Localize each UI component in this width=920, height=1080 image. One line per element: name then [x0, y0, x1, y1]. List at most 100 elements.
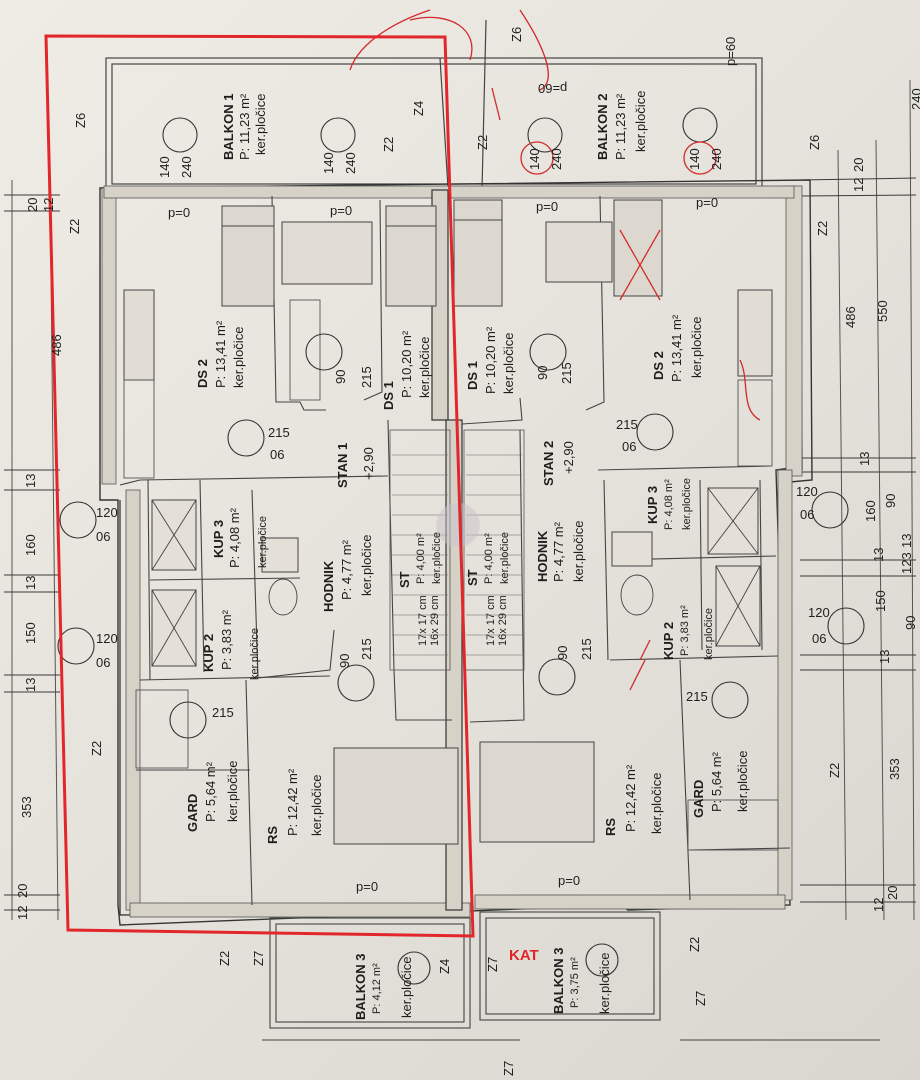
- dim-right-20-b: 20: [885, 885, 900, 900]
- room-st-right-finish: ker.pločice: [499, 532, 511, 584]
- room-balkon-1-finish: ker.pločice: [253, 93, 268, 155]
- dim-right-150: 150: [873, 590, 888, 612]
- dim-120-c: 120: [796, 484, 818, 499]
- dim-right-13-a: 13: [857, 451, 872, 466]
- dim-p0-d: p=0: [696, 195, 719, 210]
- dim-215-g: 215: [359, 638, 374, 660]
- tag-z2-right-top: Z2: [815, 220, 830, 236]
- dim-120-d: 120: [808, 605, 830, 620]
- dim-240-c: 240: [549, 148, 564, 170]
- tag-z2-bottom-right: Z2: [687, 936, 702, 952]
- dim-06-a: 06: [96, 529, 111, 544]
- room-gard-left-finish: ker.pločice: [225, 760, 240, 822]
- room-balkon-2-area: P: 11,23 m²: [613, 93, 628, 160]
- room-stan-2: STAN 2: [541, 440, 556, 486]
- dim-120-b: 120: [96, 631, 118, 646]
- dim-right-12-b: 12: [871, 897, 886, 912]
- dim-90-b: 90: [535, 365, 550, 380]
- tag-z7-bottom-center: Z7: [485, 956, 500, 972]
- dim-right-123: 123: [899, 552, 914, 574]
- room-balkon-2: BALKON 2: [595, 93, 610, 160]
- room-balkon-1-area: P: 11,23 m²: [237, 93, 252, 160]
- tag-z7-bottom-right: Z7: [693, 990, 708, 1006]
- dim-240-a: 240: [179, 156, 194, 178]
- dim-215-h: 215: [579, 638, 594, 660]
- room-balkon-3-right-area: P: 3,75 m²: [569, 957, 581, 1008]
- dim-right-20: 20: [851, 157, 866, 172]
- dim-215-c: 215: [212, 705, 234, 720]
- dim-left-20-b: 20: [15, 883, 30, 898]
- room-balkon-3-left: BALKON 3: [353, 953, 368, 1020]
- room-stan-1-level: +2,90: [361, 447, 376, 480]
- floor-title: KAT: [509, 947, 539, 964]
- dim-120-a: 120: [96, 505, 118, 520]
- highlight-frame: [44, 34, 475, 938]
- room-rs-left-area: P: 12,42 m²: [285, 768, 300, 836]
- dim-215-d: 215: [686, 689, 708, 704]
- room-hodnik-left: HODNIK: [321, 560, 336, 612]
- room-kup-3-left-finish: ker.pločice: [257, 516, 269, 568]
- dim-left-150: 150: [23, 622, 38, 644]
- room-stan-1: STAN 1: [335, 442, 350, 488]
- dim-90-d: 90: [555, 645, 570, 660]
- dim-140-a: 140: [157, 156, 172, 178]
- dim-right-12: 12: [851, 177, 866, 192]
- room-gard-left-area: P: 5,64 m²: [203, 762, 218, 822]
- dim-left-353: 353: [19, 796, 34, 818]
- room-st-right-area: P: 4,00 m²: [483, 533, 495, 584]
- room-ds-1-left: DS 1: [381, 381, 396, 410]
- room-rs-right: RS: [603, 817, 618, 836]
- room-hodnik-right: HODNIK: [535, 530, 550, 582]
- dim-right-13-b: 13: [871, 547, 886, 562]
- dim-p0-c: p=0: [536, 199, 559, 214]
- tag-z6-right: Z6: [509, 26, 524, 42]
- dim-90-a: 90: [333, 369, 348, 384]
- dim-215-a: 215: [268, 425, 290, 440]
- room-st-left-finish: ker.pločice: [431, 532, 443, 584]
- room-hodnik-left-area: P: 4,77 m²: [339, 540, 354, 600]
- dim-p0-a: p=0: [168, 205, 191, 220]
- room-gard-left: GARD: [185, 793, 200, 832]
- dim-right-240: 240: [909, 88, 920, 110]
- room-balkon-2-finish: ker.pločice: [633, 90, 648, 152]
- tag-z6-right-2: Z6: [807, 134, 822, 150]
- dim-right-90-b: 90: [903, 615, 918, 630]
- dim-right-13-d: 13: [877, 649, 892, 664]
- room-ds-2-right-finish: ker.pločice: [689, 316, 704, 378]
- room-ds-1-right-area: P: 10,20 m²: [483, 326, 498, 394]
- dim-215-b: 215: [616, 417, 638, 432]
- tag-z6-left: Z6: [73, 112, 88, 128]
- tag-z7-bottom-far: Z7: [501, 1060, 516, 1076]
- room-rs-right-finish: ker.pločice: [649, 772, 664, 834]
- room-kup-3-right: KUP 3: [645, 485, 660, 524]
- dim-stair-right: 17x 17 cm: [485, 595, 497, 646]
- room-ds-1-right-finish: ker.pločice: [501, 332, 516, 394]
- tag-z4-left: Z4: [411, 100, 426, 116]
- dim-right-353: 353: [887, 758, 902, 780]
- room-kup-2-right-finish: ker.pločice: [703, 608, 715, 660]
- tag-z2-center-top: Z2: [381, 136, 396, 152]
- room-rs-right-area: P: 12,42 m²: [623, 764, 638, 832]
- dim-right-550: 550: [875, 300, 890, 322]
- dim-right-160: 160: [863, 500, 878, 522]
- tag-z2-left-mid: Z2: [89, 740, 104, 756]
- dim-left-486: 486: [49, 334, 64, 356]
- dim-stair-left-2: 16x 29 cm: [429, 595, 441, 646]
- tag-z2-right-mid: Z2: [827, 762, 842, 778]
- dim-p0-f: p=0: [558, 873, 581, 888]
- dim-left-13-a: 13: [23, 473, 38, 488]
- dim-left-13-b: 13: [23, 575, 38, 590]
- dim-right-90-a: 90: [883, 493, 898, 508]
- dim-06-f: 06: [622, 439, 637, 454]
- room-kup-3-right-area: P: 4,08 m²: [663, 479, 675, 530]
- dim-140-b: 140: [321, 152, 336, 174]
- dim-240-b: 240: [343, 152, 358, 174]
- room-ds-1-left-finish: ker.pločice: [417, 336, 432, 398]
- room-kup-2-left-area: P: 3,83 m²: [219, 610, 234, 670]
- room-rs-left-finish: ker.pločice: [309, 774, 324, 836]
- dim-p0-e: p=0: [356, 879, 379, 894]
- dim-stair-left: 17x 17 cm: [417, 595, 429, 646]
- room-hodnik-left-finish: ker.pločice: [359, 534, 374, 596]
